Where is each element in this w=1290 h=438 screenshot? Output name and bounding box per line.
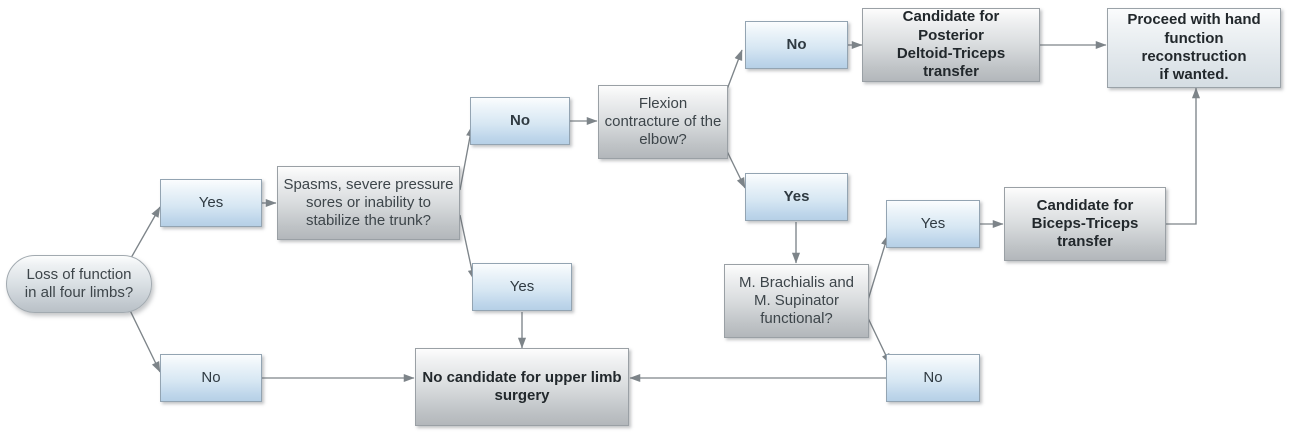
node-no-1-label: No xyxy=(201,368,221,386)
node-outcome-posterior-deltoid-triceps[interactable]: Candidate for Posterior Deltoid-Triceps … xyxy=(862,8,1040,82)
node-yes-4[interactable]: Yes xyxy=(886,200,980,248)
node-outcome-proceed-label: Proceed with hand function reconstructio… xyxy=(1127,11,1261,84)
node-no-3[interactable]: No xyxy=(745,21,848,69)
node-yes-1[interactable]: Yes xyxy=(160,179,262,227)
node-question-brachialis-label: M. Brachialis and M. Supinator functiona… xyxy=(738,273,855,328)
node-no-4-label: No xyxy=(923,368,943,386)
node-yes-2[interactable]: Yes xyxy=(472,263,572,311)
node-no-2-label: No xyxy=(510,111,530,129)
node-outcome-biceps-triceps[interactable]: Candidate for Biceps-Triceps transfer xyxy=(1004,187,1166,261)
node-question-flexion-label: Flexion contracture of the elbow? xyxy=(604,94,722,149)
edge-biceps-to-proceed xyxy=(1166,87,1201,225)
node-start-loss-of-function[interactable]: Loss of function in all four limbs? xyxy=(6,255,152,313)
edge-brachialis-to-yes4 xyxy=(867,234,889,301)
node-yes-3-label: Yes xyxy=(783,187,810,205)
node-question-brachialis-supinator[interactable]: M. Brachialis and M. Supinator functiona… xyxy=(724,264,869,338)
node-no-2[interactable]: No xyxy=(470,97,570,145)
node-yes-4-label: Yes xyxy=(920,214,946,232)
node-outcome-no-candidate-label: No candidate for upper limb surgery xyxy=(422,368,622,404)
node-outcome-posterior-label: Candidate for Posterior Deltoid-Triceps … xyxy=(896,8,1006,81)
node-question-flexion[interactable]: Flexion contracture of the elbow? xyxy=(598,85,728,159)
node-outcome-biceps-label: Candidate for Biceps-Triceps transfer xyxy=(1031,196,1139,251)
node-yes-2-label: Yes xyxy=(509,277,535,295)
node-no-3-label: No xyxy=(786,35,807,53)
node-start-label: Loss of function in all four limbs? xyxy=(24,265,134,301)
node-no-4[interactable]: No xyxy=(886,354,980,402)
node-outcome-no-candidate[interactable]: No candidate for upper limb surgery xyxy=(415,348,629,426)
node-question-spasms[interactable]: Spasms, severe pressure sores or inabili… xyxy=(277,166,460,240)
node-yes-3[interactable]: Yes xyxy=(745,173,848,221)
node-question-spasms-label: Spasms, severe pressure sores or inabili… xyxy=(283,175,454,230)
node-no-1[interactable]: No xyxy=(160,354,262,402)
node-yes-1-label: Yes xyxy=(198,193,224,211)
node-outcome-proceed-hand-function[interactable]: Proceed with hand function reconstructio… xyxy=(1107,8,1281,88)
